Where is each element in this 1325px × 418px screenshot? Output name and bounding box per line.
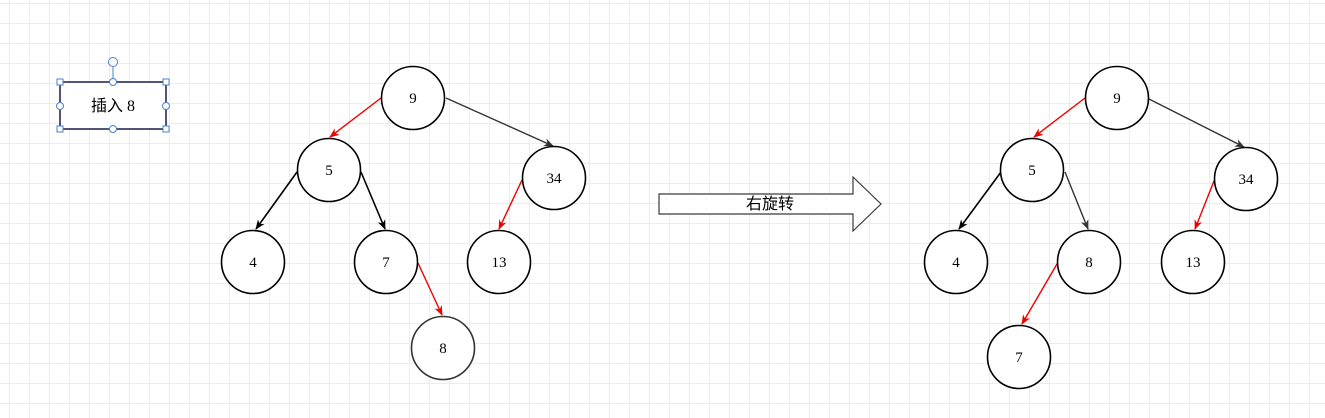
tree-node[interactable]: 5 <box>999 137 1065 203</box>
tree-node[interactable]: 34 <box>1213 146 1279 212</box>
node-label: 8 <box>1085 255 1093 271</box>
edge-34-13[interactable] <box>498 179 523 230</box>
tree-node[interactable]: 8 <box>1056 229 1122 295</box>
node-label: 7 <box>382 255 390 271</box>
edge-34-13[interactable] <box>1194 180 1215 230</box>
insert-label-text: 插入 8 <box>91 97 135 115</box>
node-label: 13 <box>492 255 507 271</box>
node-label: 4 <box>249 255 257 271</box>
edge-5-4[interactable] <box>255 171 298 230</box>
edge-9-34[interactable] <box>445 97 554 147</box>
connect-handle-left[interactable] <box>56 102 64 110</box>
rotate-right-arrow[interactable]: 右旋转 <box>658 175 882 233</box>
arrow-label: 右旋转 <box>746 195 794 213</box>
tree-after-edges <box>958 97 1245 325</box>
tree-node[interactable]: 4 <box>923 229 989 295</box>
node-label: 5 <box>1028 163 1036 179</box>
edge-5-7[interactable] <box>360 171 386 230</box>
edge-7-8[interactable] <box>417 262 443 316</box>
edge-5-4[interactable] <box>958 171 1002 230</box>
tree-node[interactable]: 13 <box>466 229 532 295</box>
connect-handle-top[interactable] <box>109 78 117 86</box>
resize-handle-top-right[interactable] <box>162 78 170 86</box>
tree-node[interactable]: 13 <box>1160 229 1226 295</box>
tree-node[interactable]: 9 <box>1084 65 1150 131</box>
node-label: 5 <box>325 163 333 179</box>
node-label: 34 <box>1239 172 1255 188</box>
edge-9-5[interactable] <box>1033 97 1086 138</box>
edge-9-5[interactable] <box>329 97 382 138</box>
edge-8-7[interactable] <box>1021 263 1058 325</box>
tree-before-edges <box>255 97 554 316</box>
rotate-handle[interactable] <box>108 57 118 67</box>
tree-node-new[interactable]: 8 <box>410 315 476 381</box>
connect-handle-bottom[interactable] <box>109 125 117 133</box>
resize-handle-bottom-right[interactable] <box>162 125 170 133</box>
node-label: 4 <box>952 255 960 271</box>
resize-handle-top-left[interactable] <box>56 78 64 86</box>
node-label: 9 <box>1113 91 1121 107</box>
tree-before: 9 5 34 4 7 13 8 <box>220 65 587 381</box>
tree-node[interactable]: 34 <box>521 145 587 211</box>
node-label: 34 <box>547 171 563 187</box>
tree-after: 9 5 34 4 8 13 7 <box>923 65 1279 390</box>
node-label: 7 <box>1015 350 1023 366</box>
tree-node[interactable]: 9 <box>380 65 446 131</box>
insert-label-shape[interactable]: 插入 8 <box>56 57 170 133</box>
tree-node[interactable]: 5 <box>296 137 362 203</box>
edge-9-34[interactable] <box>1148 98 1245 148</box>
node-label: 9 <box>409 91 417 107</box>
resize-handle-bottom-left[interactable] <box>56 125 64 133</box>
connect-handle-right[interactable] <box>162 102 170 110</box>
node-label: 13 <box>1186 255 1201 271</box>
node-label: 8 <box>439 341 447 357</box>
tree-node[interactable]: 4 <box>220 229 286 295</box>
edge-5-8[interactable] <box>1064 171 1089 230</box>
block-arrow-shape <box>658 175 882 233</box>
tree-node[interactable]: 7 <box>986 324 1052 390</box>
tree-node[interactable]: 7 <box>353 229 419 295</box>
